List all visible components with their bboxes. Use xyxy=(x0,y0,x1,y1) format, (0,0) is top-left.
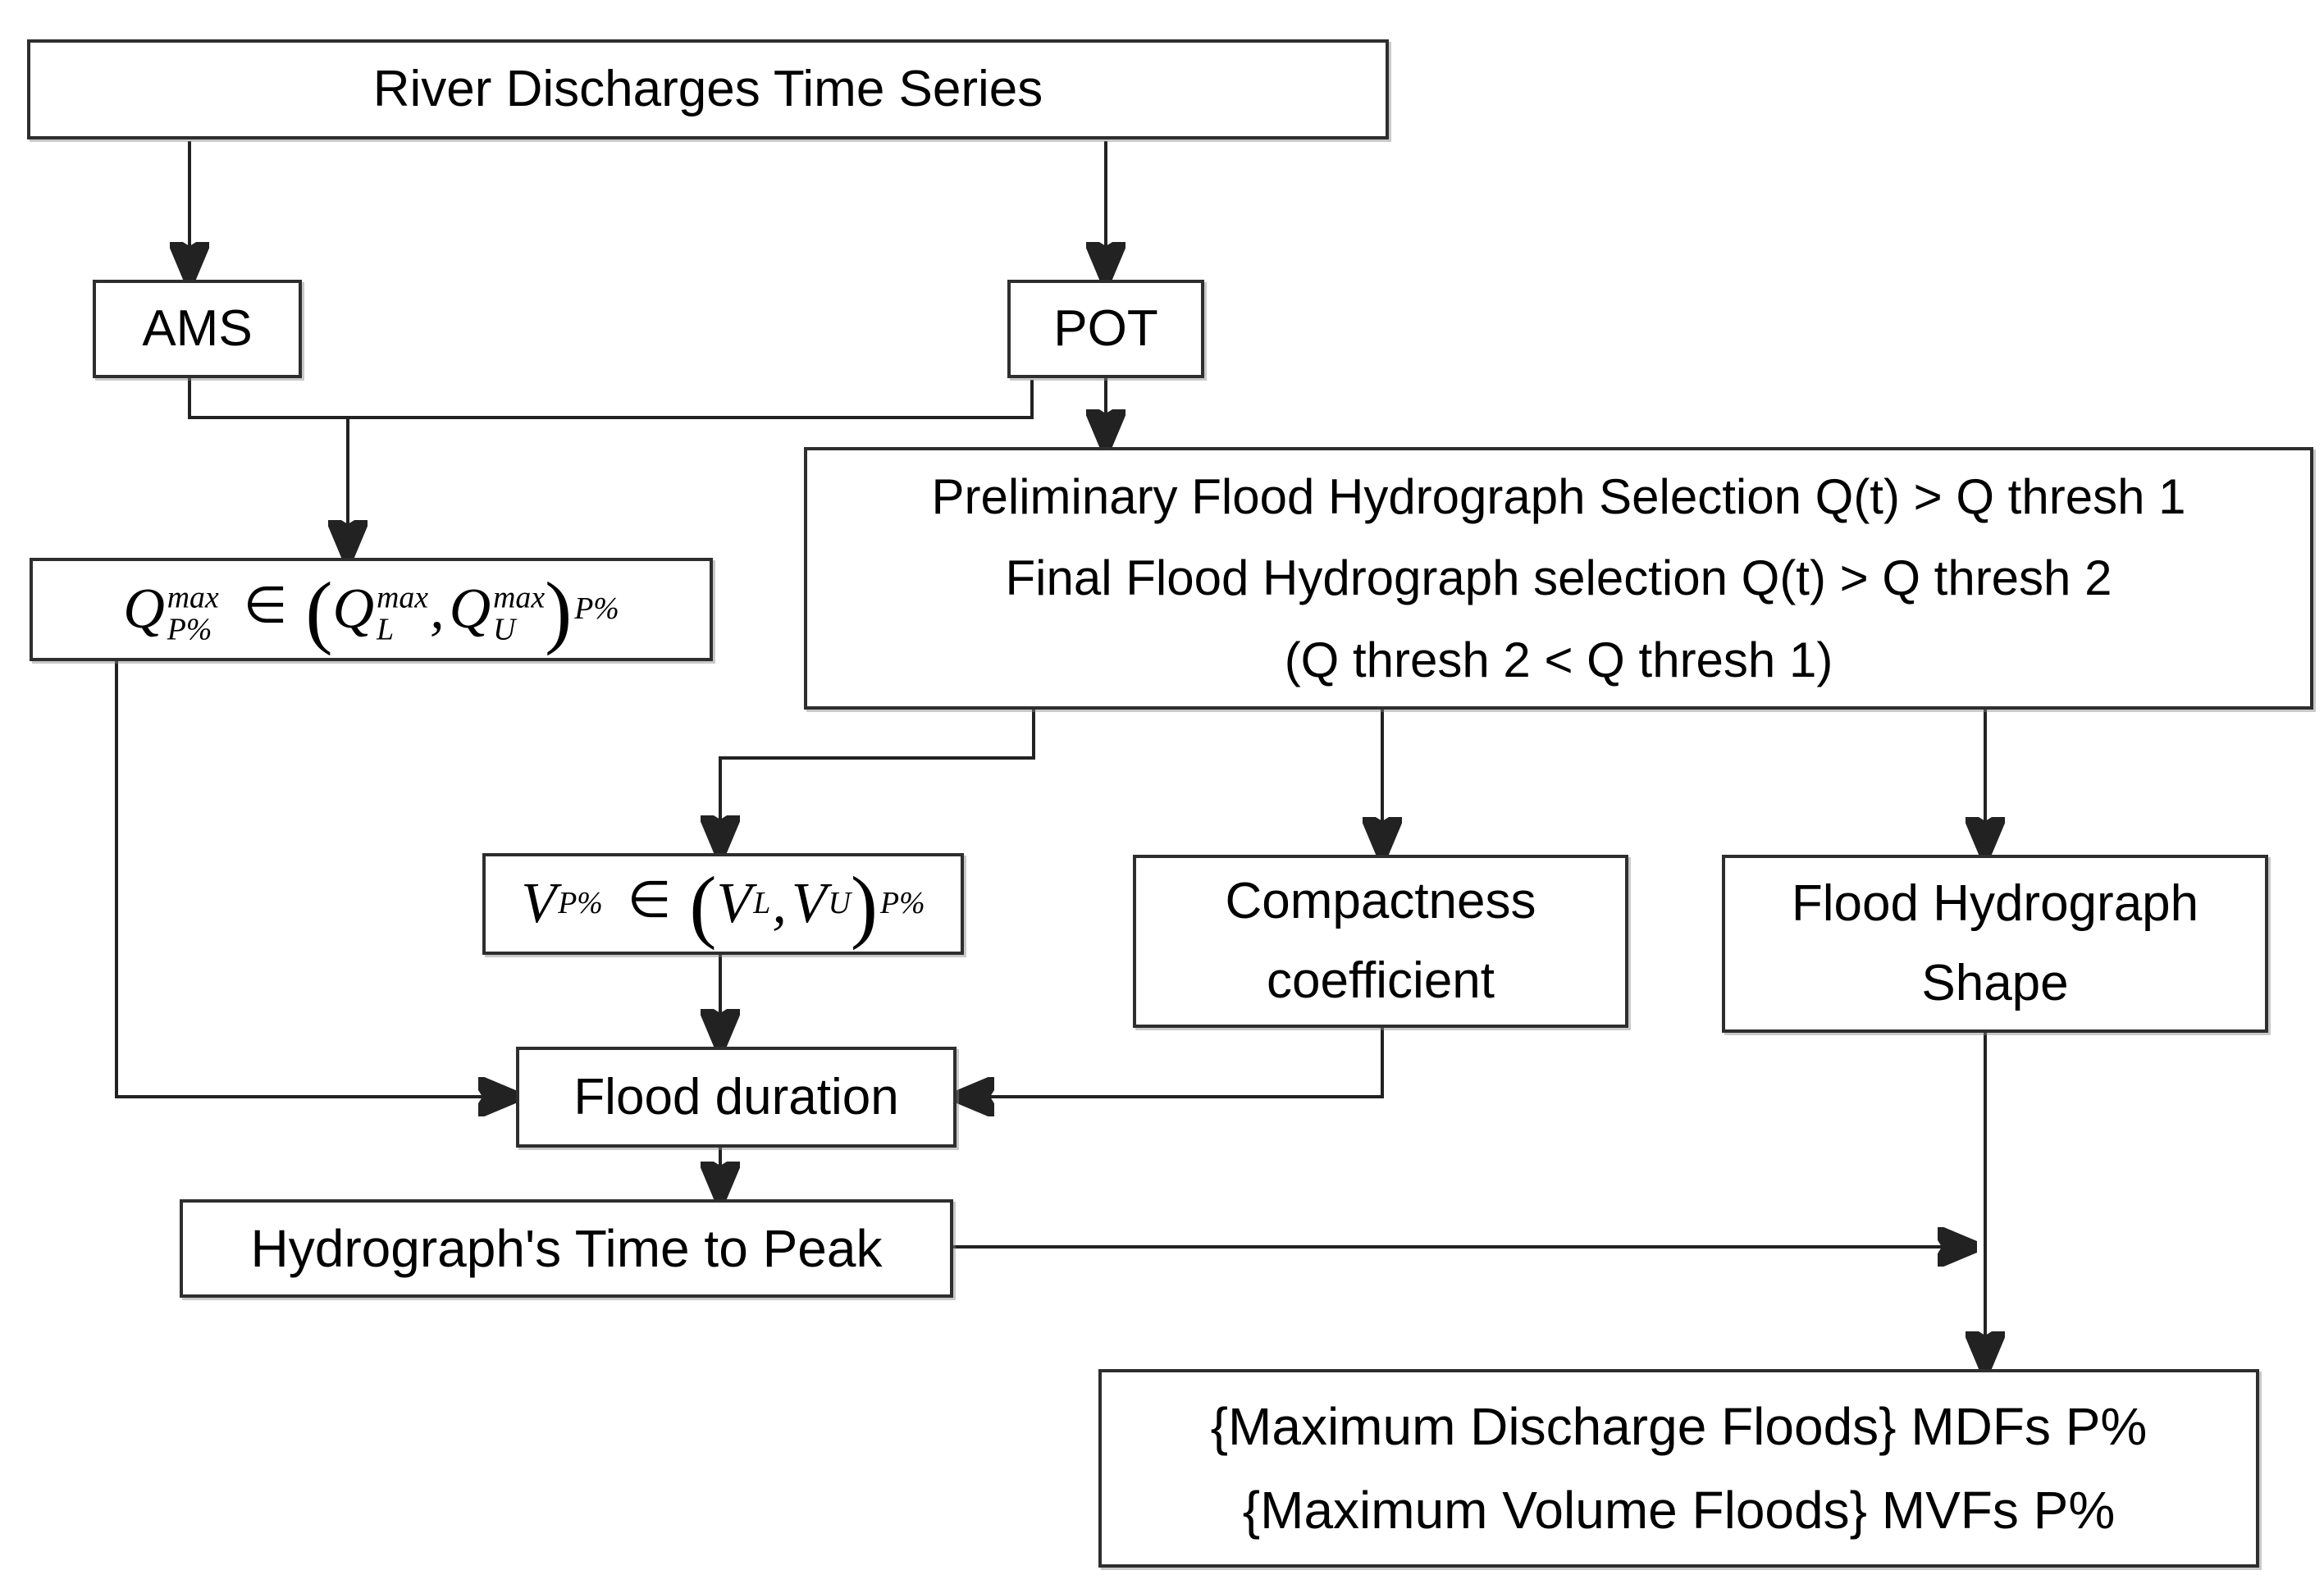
pot-box: POT xyxy=(1007,280,1204,378)
selection-line3: (Q thresh 2 < Q thresh 1) xyxy=(1284,632,1833,687)
element-of-symbol: ∈ xyxy=(243,577,288,634)
v-formula-term3-sub: U xyxy=(828,886,851,921)
q-formula-term1-base: Q xyxy=(123,577,165,641)
ams-label: AMS xyxy=(142,300,253,358)
pot-label: POT xyxy=(1053,300,1158,358)
river-discharges-label: River Discharges Time Series xyxy=(372,61,1043,118)
ams-box: AMS xyxy=(93,280,302,378)
time-to-peak-box: Hydrograph's Time to Peak xyxy=(180,1199,953,1298)
arrow-selection-to-vformula xyxy=(720,710,1035,851)
v-formula-term2-base: V xyxy=(716,871,752,935)
flood-duration-box: Flood duration xyxy=(516,1047,957,1148)
compactness-line1: Compactness xyxy=(1225,873,1536,930)
compactness-line2: coefficient xyxy=(1266,952,1495,1009)
shape-line2: Shape xyxy=(1921,954,2069,1011)
flood-hydrograph-shape-box: Flood Hydrograph Shape xyxy=(1722,855,2268,1033)
arrow-compactness-to-duration xyxy=(958,1028,1384,1097)
v-formula-outer-subscript: P% xyxy=(880,886,925,921)
flood-duration-label: Flood duration xyxy=(573,1068,899,1125)
q-formula-term2-base: Q xyxy=(332,577,375,641)
time-to-peak-label: Hydrograph's Time to Peak xyxy=(250,1218,883,1278)
q-formula-outer-subscript: P% xyxy=(574,591,619,627)
results-line1: {Maximum Discharge Floods} MDFs P% xyxy=(1210,1396,2148,1456)
shape-line1: Flood Hydrograph xyxy=(1791,875,2199,933)
element-of-symbol: ∈ xyxy=(627,872,672,929)
v-formula-term1-base: V xyxy=(521,871,557,935)
v-formula-term3-base: V xyxy=(791,871,827,935)
v-formula-term2-sub: L xyxy=(753,886,771,921)
results-box: {Maximum Discharge Floods} MDFs P% {Maxi… xyxy=(1098,1369,2259,1568)
q-formula-term3-base: Q xyxy=(449,577,491,641)
elbow-ams-pot-join xyxy=(188,378,1034,419)
compactness-coefficient-box: Compactness coefficient xyxy=(1133,855,1628,1028)
v-formula-term1-sub: P% xyxy=(558,886,603,921)
results-line2: {Maximum Volume Floods} MVFs P% xyxy=(1242,1481,2116,1540)
selection-line2: Final Flood Hydrograph selection Q(t) > … xyxy=(1005,550,2112,606)
hydrograph-selection-box: Preliminary Flood Hydrograph Selection Q… xyxy=(804,447,2313,710)
selection-line1: Preliminary Flood Hydrograph Selection Q… xyxy=(931,468,2186,524)
river-discharges-box: River Discharges Time Series xyxy=(27,39,1389,139)
arrow-qformula-to-duration xyxy=(115,661,514,1097)
